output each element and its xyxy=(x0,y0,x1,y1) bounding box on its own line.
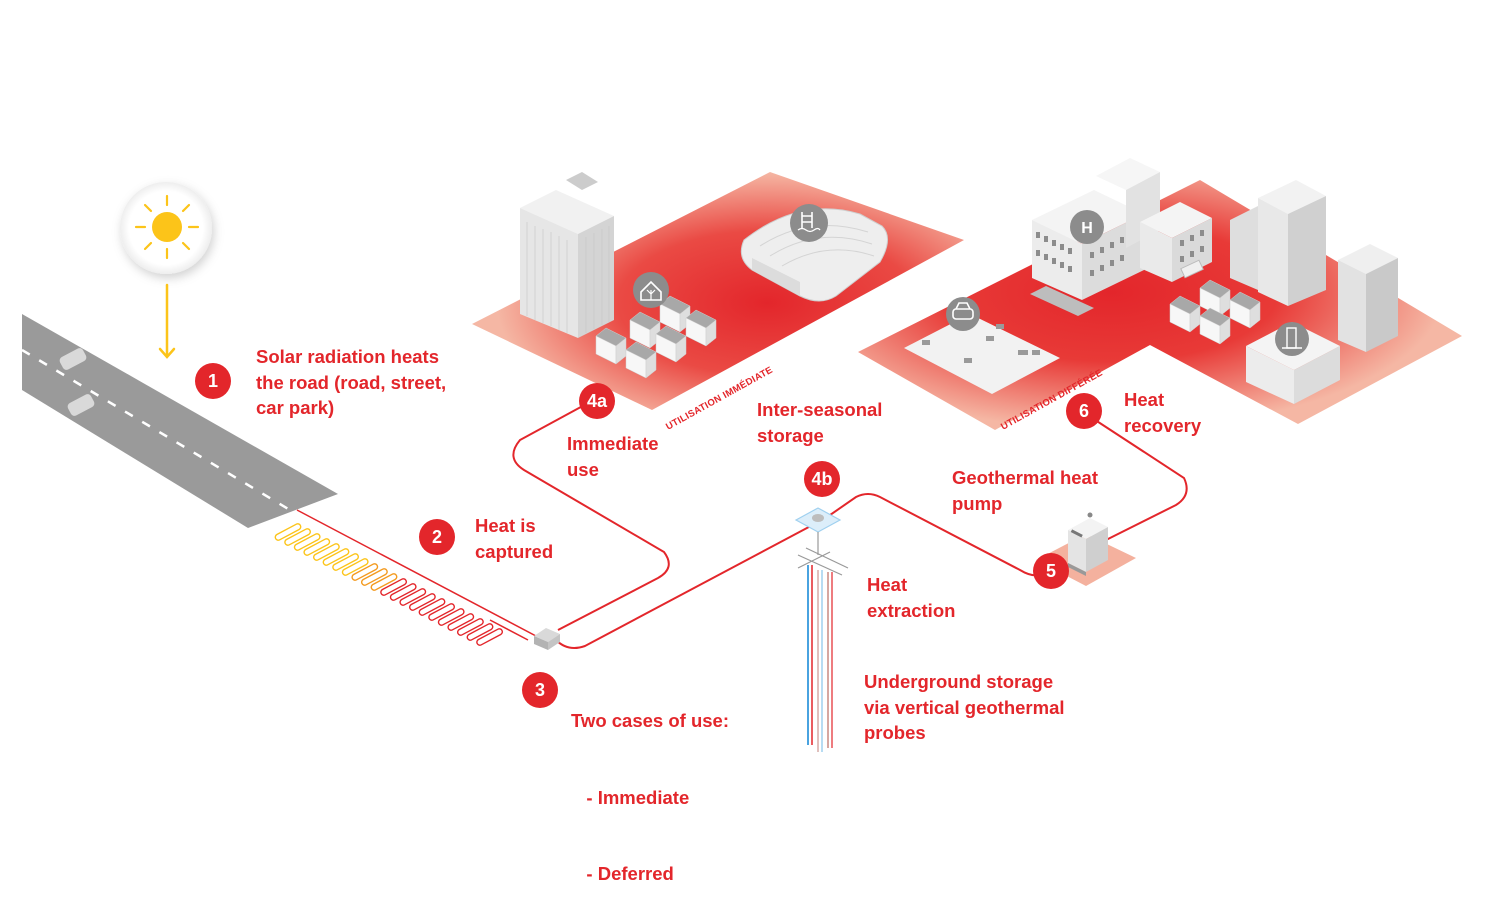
coil-loop xyxy=(351,563,379,581)
car xyxy=(59,348,87,370)
apartment-towers xyxy=(1230,180,1398,352)
step-badge-4a: 4a xyxy=(579,383,615,419)
step-label-heat-captured: Heat is captured xyxy=(475,515,554,562)
coil-loop xyxy=(332,553,360,571)
house xyxy=(1229,291,1261,329)
step-badge-5: 5 xyxy=(1033,553,1069,589)
coil-loop xyxy=(418,598,446,616)
solar-radiation-arrow xyxy=(158,283,176,359)
geothermal-probes xyxy=(794,507,849,752)
house xyxy=(595,327,627,365)
step-badge-3: 3 xyxy=(522,672,558,708)
coil-loop xyxy=(312,543,340,561)
house xyxy=(685,309,717,347)
distribution-box xyxy=(534,628,560,650)
house xyxy=(659,295,691,333)
step-label-solar-radiation: Solar radiation heats the road (road, st… xyxy=(256,346,447,418)
coil-loop xyxy=(389,583,417,601)
step-badge-2: 2 xyxy=(419,519,455,555)
step-badge-6: 6 xyxy=(1066,393,1102,429)
coil-loop xyxy=(466,623,494,641)
coil-loop xyxy=(476,628,504,646)
step-badge-1: 1 xyxy=(195,363,231,399)
eco-house-icon xyxy=(633,272,669,308)
geothermal-road-diagram: UTILISATION IMMÉDIATE UTILISATION DIFFÉR… xyxy=(21,172,1462,752)
house xyxy=(1199,307,1231,345)
step-label-geothermal-heat-pump: Geothermal heat pump xyxy=(952,467,1098,514)
svg-text:H: H xyxy=(1081,220,1093,237)
coil-loop xyxy=(399,588,427,606)
coil-loop xyxy=(380,578,408,596)
hospital-H-icon: H xyxy=(1070,210,1104,244)
coil-loop xyxy=(456,618,484,636)
parking-lot xyxy=(904,314,1060,394)
swimming-pool-icon xyxy=(790,204,828,242)
coil-loop xyxy=(303,538,331,556)
step-label-inter-seasonal-storage: Inter-seasonal storage xyxy=(757,399,883,446)
heat-collector-coils xyxy=(274,523,504,646)
house xyxy=(1199,279,1231,317)
house xyxy=(655,325,687,363)
coil-loop xyxy=(437,608,465,626)
car xyxy=(67,394,95,416)
sun-icon xyxy=(120,182,212,274)
coil-loop xyxy=(293,533,321,551)
house xyxy=(625,341,657,379)
coil-loop xyxy=(274,523,302,541)
houses-cluster-deferred xyxy=(1169,279,1261,345)
label-underground-storage: Underground storage via vertical geother… xyxy=(864,671,1065,743)
coil-loop xyxy=(341,558,369,576)
step-label-two-cases: Two cases of use: - Immediate - Deferred xyxy=(571,710,729,884)
office-building-icon xyxy=(1275,322,1309,356)
coil-loop xyxy=(428,603,456,621)
step-label-immediate-use: Immediate use xyxy=(567,433,659,480)
coil-loop xyxy=(360,568,388,586)
office-tower xyxy=(520,172,614,338)
houses-cluster-immediate xyxy=(595,295,717,379)
step-badge-4b: 4b xyxy=(804,461,840,497)
coil-loop xyxy=(447,613,475,631)
coil-loop xyxy=(408,593,436,611)
coil-loop xyxy=(370,573,398,591)
coil-loop xyxy=(284,528,312,546)
car-icon xyxy=(946,297,980,331)
coil-loop xyxy=(322,548,350,566)
step-label-heat-recovery: Heat recovery xyxy=(1124,389,1202,436)
label-heat-extraction: Heat extraction xyxy=(867,574,956,621)
house xyxy=(1169,295,1201,333)
road xyxy=(21,314,338,528)
